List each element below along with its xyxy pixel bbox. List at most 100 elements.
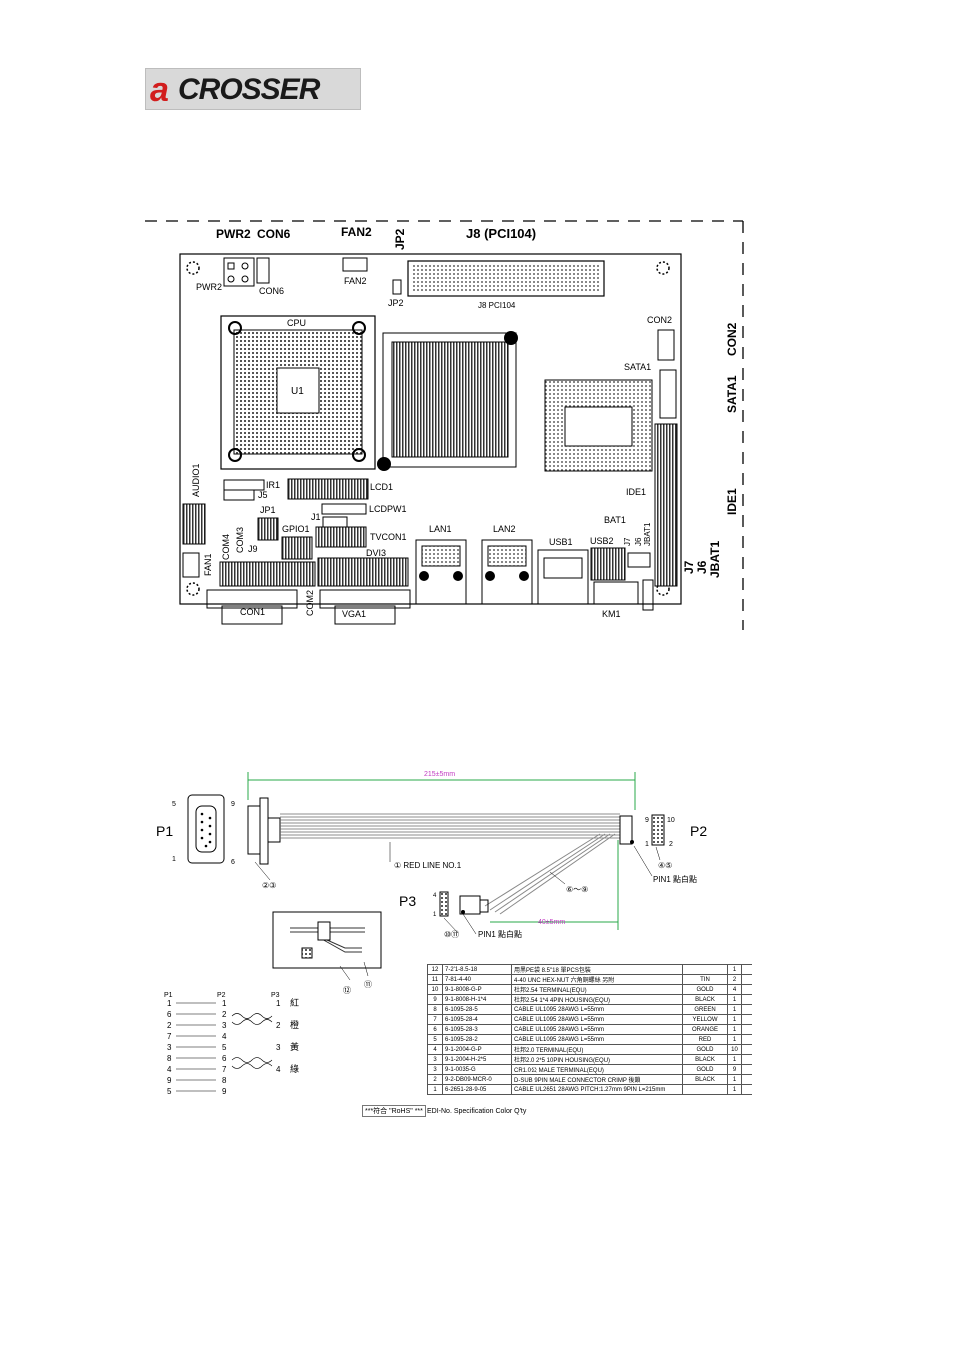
com-headers xyxy=(219,561,316,587)
bom-spacer xyxy=(741,1014,752,1025)
label-lan2: LAN2 xyxy=(493,524,516,534)
bom-cell: 2 xyxy=(427,1074,443,1085)
branch-length: 40±5mm xyxy=(538,919,565,926)
bom-spacer xyxy=(741,1024,752,1035)
usb2-header xyxy=(590,547,626,581)
mount-hole xyxy=(186,261,200,275)
sata1-connector xyxy=(659,369,677,419)
p1-db9-side xyxy=(247,805,261,855)
pwr2-connector xyxy=(223,257,255,287)
con1-connector xyxy=(206,589,298,609)
label-fan1: FAN1 xyxy=(203,553,213,576)
bom-spacer xyxy=(741,1004,752,1015)
pinmap-cell: 2 xyxy=(276,1021,281,1030)
bom-cell: 10 xyxy=(727,1044,742,1055)
bom-cell: 杜邦2.54 TERMINAL(EQU) xyxy=(511,984,683,995)
bom-cell: CABLE UL1095 28AWG L=55mm xyxy=(511,1014,683,1025)
label-com2: COM2 xyxy=(305,590,315,616)
bom-spacer xyxy=(741,994,752,1005)
bom-cell: 1 xyxy=(727,994,742,1005)
bom-spacer xyxy=(741,1064,752,1075)
bom-spacer xyxy=(741,984,752,995)
vga1-connector xyxy=(319,589,411,609)
label-con2: CON2 xyxy=(647,315,672,325)
callout-10-11: ⑩⑪ xyxy=(444,930,459,939)
pinmap-cell: 7 xyxy=(222,1065,227,1074)
svg-text:4: 4 xyxy=(433,893,437,899)
bom-cell: 9-1-8008-H-1*4 xyxy=(442,994,512,1005)
ir1-header xyxy=(223,479,265,491)
top-label-con6: CON6 xyxy=(257,227,291,241)
bom-cell: GOLD xyxy=(682,1064,728,1075)
fan2-header xyxy=(342,257,368,272)
lan2-connector xyxy=(481,539,533,605)
label-ir1: IR1 xyxy=(266,480,280,490)
right-label-con2: CON2 xyxy=(725,322,739,356)
pinmap-cell: 4 xyxy=(276,1065,281,1074)
label-ide1: IDE1 xyxy=(626,487,646,497)
label-j6: J6 xyxy=(634,537,643,546)
pinmap-cell: 4 xyxy=(222,1032,227,1041)
pinmap-cell: 6 xyxy=(167,1010,172,1019)
bom-cell: 12 xyxy=(427,964,443,975)
pinmap-header-p3: P3 xyxy=(271,992,280,999)
p2-pin-1: 1 xyxy=(645,841,649,848)
gpio1-header xyxy=(281,536,313,560)
bom-cell: 7-81-4-40 xyxy=(442,974,512,985)
mount-hole xyxy=(656,582,670,596)
bom-cell: YELLOW xyxy=(682,1014,728,1025)
right-label-ide1: IDE1 xyxy=(725,488,739,515)
svg-text:1: 1 xyxy=(433,912,437,918)
bom-cell: 7 xyxy=(427,1014,443,1025)
km1-connector xyxy=(593,581,639,605)
top-label-jp2: JP2 xyxy=(393,228,407,250)
rohs-note: ***符合 "RoHS" *** xyxy=(362,1105,426,1117)
label-j5: J5 xyxy=(258,490,268,500)
callout-6-9: ⑥～⑨ xyxy=(566,885,588,894)
red-line-callout: ① RED LINE NO.1 xyxy=(394,861,462,870)
bom-cell: GOLD xyxy=(682,984,728,995)
bom-cell: 9-1-0035-G xyxy=(442,1064,512,1075)
pinmap-cell: 2 xyxy=(167,1021,172,1030)
lcdpw1-header xyxy=(321,503,367,515)
pinmap-cell: 1 xyxy=(276,999,281,1008)
label-audio1: AUDIO1 xyxy=(191,463,201,497)
p1-pin-6: 6 xyxy=(231,859,235,866)
bom-cell: 2 xyxy=(727,974,742,985)
pinmap-cell: 5 xyxy=(167,1087,172,1096)
pinmap-header-p1: P1 xyxy=(164,992,173,999)
label-gpio1: GPIO1 xyxy=(282,524,310,534)
label-p2: P2 xyxy=(690,823,707,839)
bom-cell: 9-1-8008-G-P xyxy=(442,984,512,995)
bom-cell: 6-1095-28-3 xyxy=(442,1024,512,1035)
bom-cell: 3 xyxy=(427,1064,443,1075)
bom-cell: 3 xyxy=(427,1054,443,1065)
j1-header xyxy=(322,516,348,528)
bom-cell: 1 xyxy=(727,964,742,975)
bom-spacer xyxy=(741,964,752,975)
label-j8: J8 PCI104 xyxy=(478,301,516,310)
bom-cell: 9 xyxy=(727,1064,742,1075)
label-com3: COM3 xyxy=(235,527,245,553)
label-bat1: BAT1 xyxy=(604,515,626,525)
pinmap-cell: 9 xyxy=(222,1087,227,1096)
con6-connector xyxy=(256,257,270,284)
pinmap-cell: 5 xyxy=(222,1043,227,1052)
p2-face xyxy=(651,814,665,846)
bom-spacer xyxy=(741,1044,752,1055)
lcd1-connector xyxy=(287,478,369,500)
bom-cell: BLACK xyxy=(682,1054,728,1065)
p3-face xyxy=(439,891,449,917)
bom-cell: 10 xyxy=(427,984,443,995)
bom-spacer xyxy=(741,1084,752,1095)
label-km1: KM1 xyxy=(602,609,621,619)
bom-cell: ORANGE xyxy=(682,1024,728,1035)
u1-chip xyxy=(276,367,320,414)
bom-cell: TIN xyxy=(682,974,728,985)
